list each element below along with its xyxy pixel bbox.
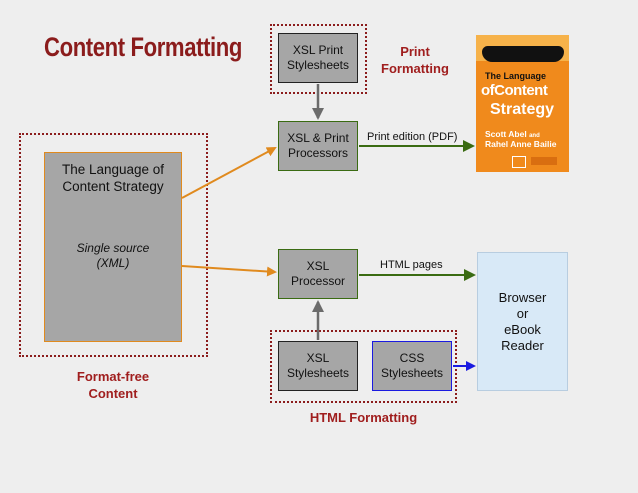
- source-document-box: The Language of Content Strategy Single …: [44, 152, 182, 342]
- source-format-line1: Single source: [76, 241, 150, 255]
- book-cover-line2: ofContent: [481, 82, 548, 99]
- source-format-line2: (XML): [96, 256, 130, 270]
- series-logo-icon: [531, 157, 557, 165]
- xsl-print-stylesheets-box: XSL Print Stylesheets: [278, 33, 358, 83]
- book-cover-author1: Scott Abel and: [485, 129, 540, 139]
- xsl-print-processors-box: XSL & Print Processors: [278, 121, 358, 171]
- page-title: Content Formatting: [44, 32, 243, 62]
- book-cover-author2: Rahel Anne Bailie: [485, 139, 557, 149]
- source-title-line1: The Language of: [61, 162, 165, 177]
- print-formatting-label: Print Formatting: [381, 44, 449, 76]
- arrow-source-to-print-processor: [181, 147, 277, 199]
- browser-ebook-reader-box: Browser or eBook Reader: [477, 252, 568, 391]
- book-cover-line1: The Language: [485, 71, 547, 81]
- arrow-source-to-xsl-processor: [181, 265, 277, 277]
- format-free-group: [19, 133, 208, 357]
- publisher-logo-icon: [512, 156, 526, 168]
- xsl-stylesheets-box: XSL Stylesheets: [278, 341, 358, 391]
- html-pages-label: HTML pages: [380, 259, 443, 271]
- print-edition-label: Print edition (PDF): [367, 131, 458, 143]
- book-cover-line3: Strategy: [490, 101, 555, 118]
- html-formatting-label: HTML Formatting: [309, 410, 418, 425]
- book-cover: The Language ofContent Strategy Scott Ab…: [476, 35, 569, 172]
- source-title-line2: Content Strategy: [62, 179, 164, 194]
- xsl-processor-box: XSL Processor: [278, 249, 358, 299]
- css-stylesheets-box: CSS Stylesheets: [372, 341, 452, 391]
- format-free-label: Format-free Content: [76, 369, 150, 401]
- book-cover-mask: [482, 46, 564, 62]
